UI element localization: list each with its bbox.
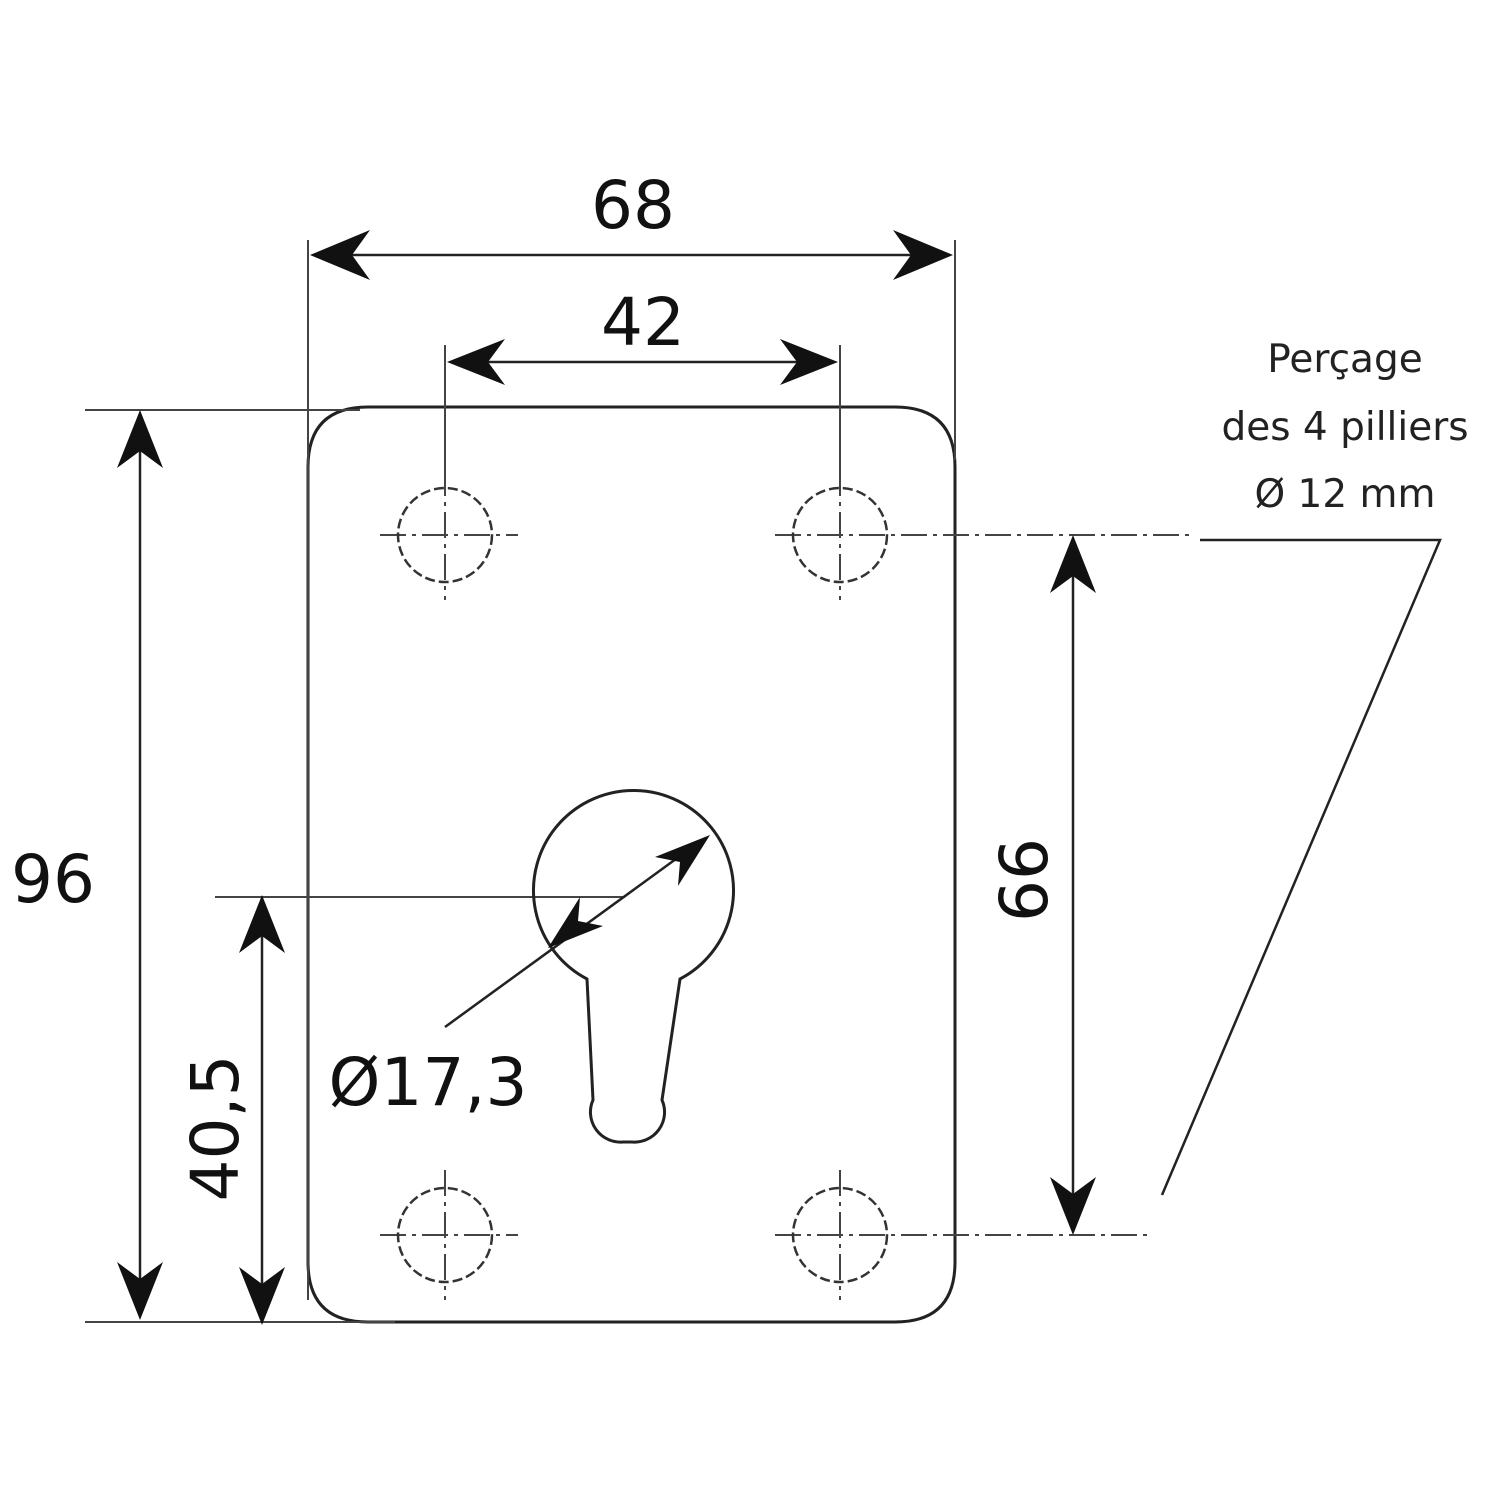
- extension-lines: [85, 240, 956, 1323]
- pillar-hole-top-right: [791, 486, 889, 584]
- overall-width-label: 68: [591, 167, 675, 244]
- keyhole-cutout: [532, 788, 735, 1144]
- dimension-hole-spacing-height: [1050, 535, 1096, 1235]
- dimension-overall-width: [310, 230, 953, 280]
- pillar-hole-bottom-right: [791, 1186, 889, 1284]
- plate-outline: [306, 405, 957, 1324]
- note-leader-line: [1160, 538, 1442, 1196]
- dimension-keyhole-diameter: [444, 835, 710, 1029]
- hole-centerlines: [380, 470, 1190, 1300]
- dimension-hole-spacing-width: [447, 339, 838, 385]
- dimension-overall-height: [117, 410, 163, 1320]
- keyhole-diameter-label: Ø17,3: [329, 1044, 528, 1121]
- keyhole-height-label: 40,5: [177, 1055, 254, 1202]
- hole-spacing-width-label: 42: [601, 284, 685, 361]
- note-line-3: Ø 12 mm: [1254, 472, 1435, 517]
- overall-height-label: 96: [11, 841, 95, 918]
- note-line-2: des 4 pilliers: [1221, 405, 1468, 450]
- drilling-note: Perçage des 4 pilliers Ø 12 mm: [1221, 337, 1468, 517]
- pillar-hole-bottom-left: [396, 1186, 494, 1284]
- dimension-keyhole-height: [239, 895, 285, 1325]
- note-line-1: Perçage: [1267, 337, 1422, 382]
- pillar-hole-top-left: [396, 486, 494, 584]
- hole-spacing-height-label: 66: [986, 838, 1063, 922]
